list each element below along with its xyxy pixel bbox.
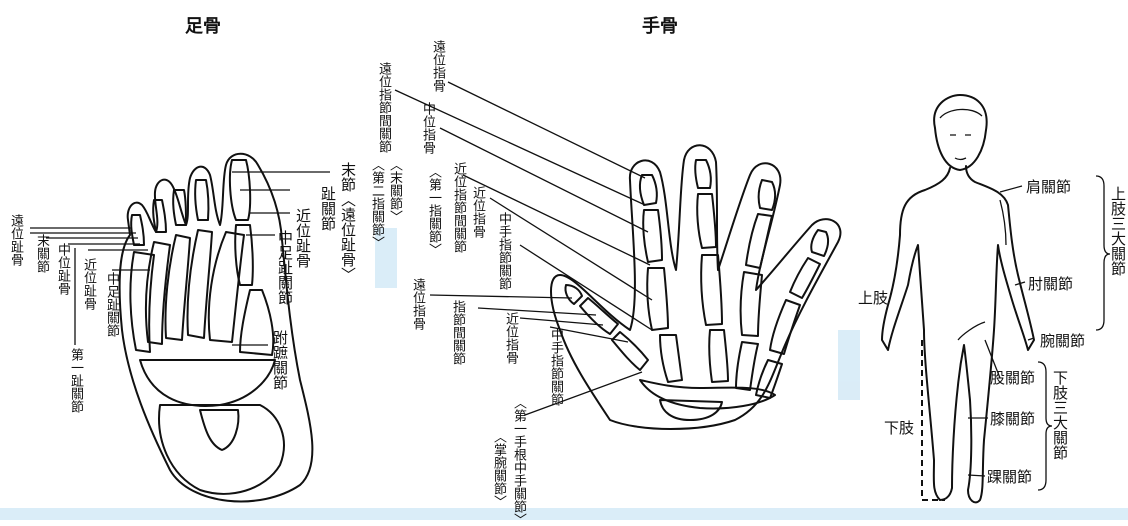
foot-drawing bbox=[118, 152, 314, 503]
body-label-knee: 膝關節 bbox=[990, 410, 1036, 428]
hand-label-second-thumb-joint: 〈第二指關節〉 bbox=[369, 158, 384, 249]
body-label-upper-limb: 上肢 bbox=[858, 289, 889, 307]
foot-label-tarsometatarsal: 跗蹠關節 bbox=[271, 330, 289, 390]
hand-drawing bbox=[550, 144, 842, 430]
hand-label-cmc-joint: 〈第一手根中手關節〉 bbox=[511, 396, 526, 526]
foot-label-proximal-phalanx-left: 近位趾骨 bbox=[81, 258, 96, 310]
foot-leader-lines bbox=[30, 171, 330, 346]
hand-title: 手骨 bbox=[642, 16, 678, 37]
head-outline bbox=[933, 94, 988, 171]
body-label-elbow: 肘關節 bbox=[1028, 275, 1074, 293]
hand-label-first-finger-joint: 〈第一指關節〉 bbox=[426, 165, 441, 256]
body-label-lower-three-joints: 下肢三大關節 bbox=[1051, 370, 1069, 460]
hand-label-distal-phalanx-top: 遠位指骨 bbox=[430, 40, 445, 92]
body-label-upper-three-joints: 上肢三大關節 bbox=[1109, 186, 1127, 276]
hand-label-proximal-phalanx-top: 近位指骨 bbox=[470, 186, 485, 238]
foot-label-end-joint-distal: 末節〈遠位趾骨〉 bbox=[339, 162, 357, 282]
hand-label-dip-joint: 遠位指節間關節 bbox=[376, 62, 391, 153]
hand-label-mcp-joint-thumb: 中手指節關節 bbox=[548, 328, 563, 406]
hand-label-wrist-joint: 〈掌腕關節〉 bbox=[491, 430, 506, 508]
foot-label-end-joint: 末關節 bbox=[34, 234, 49, 273]
hand-leader-lines bbox=[394, 81, 653, 416]
hand-label-interphalangeal: 指節間關節 bbox=[450, 300, 465, 365]
body-label-hip: 股關節 bbox=[990, 369, 1036, 387]
foot-label-distal-phalanx: 遠位趾骨 bbox=[8, 214, 23, 266]
body-label-ankle: 踝關節 bbox=[987, 468, 1033, 486]
watermark-bars bbox=[0, 228, 1128, 520]
foot-label-middle-phalanx: 中位趾骨 bbox=[55, 243, 70, 295]
foot-label-proximal-phalanx-right: 近位趾骨 bbox=[294, 208, 312, 268]
foot-label-mtp-right: 中足趾關節 bbox=[276, 230, 294, 305]
lower-limb-dash bbox=[921, 340, 945, 501]
hand-label-pip-joint: 近位指節間關節 bbox=[451, 162, 466, 253]
foot-label-toe-joint: 趾關節 bbox=[319, 186, 337, 231]
hand-label-mcp-joint-top: 中手指節關節 bbox=[496, 212, 511, 290]
body-label-shoulder: 肩關節 bbox=[1026, 178, 1072, 196]
foot-outline bbox=[118, 152, 314, 503]
foot-title: 足骨 bbox=[185, 16, 221, 37]
hand-label-distal-phalanx-thumb: 遠位指骨 bbox=[410, 278, 425, 330]
foot-label-mtp-left: 中足趾關節 bbox=[104, 272, 119, 337]
hand-label-middle-phalanx: 中位指骨 bbox=[420, 102, 435, 154]
hand-outline bbox=[550, 144, 842, 430]
hand-label-proximal-phalanx-thumb: 近位指骨 bbox=[503, 312, 518, 364]
torso-outline bbox=[881, 165, 1035, 504]
body-label-lower-limb: 下肢 bbox=[884, 419, 915, 437]
body-drawing bbox=[881, 94, 1111, 504]
body-label-wrist: 腕關節 bbox=[1040, 332, 1086, 350]
hand-label-end-joint-bracket: 〈末關節〉 bbox=[387, 158, 402, 223]
foot-label-first-toe-joint: 第一趾關節 bbox=[68, 348, 83, 413]
